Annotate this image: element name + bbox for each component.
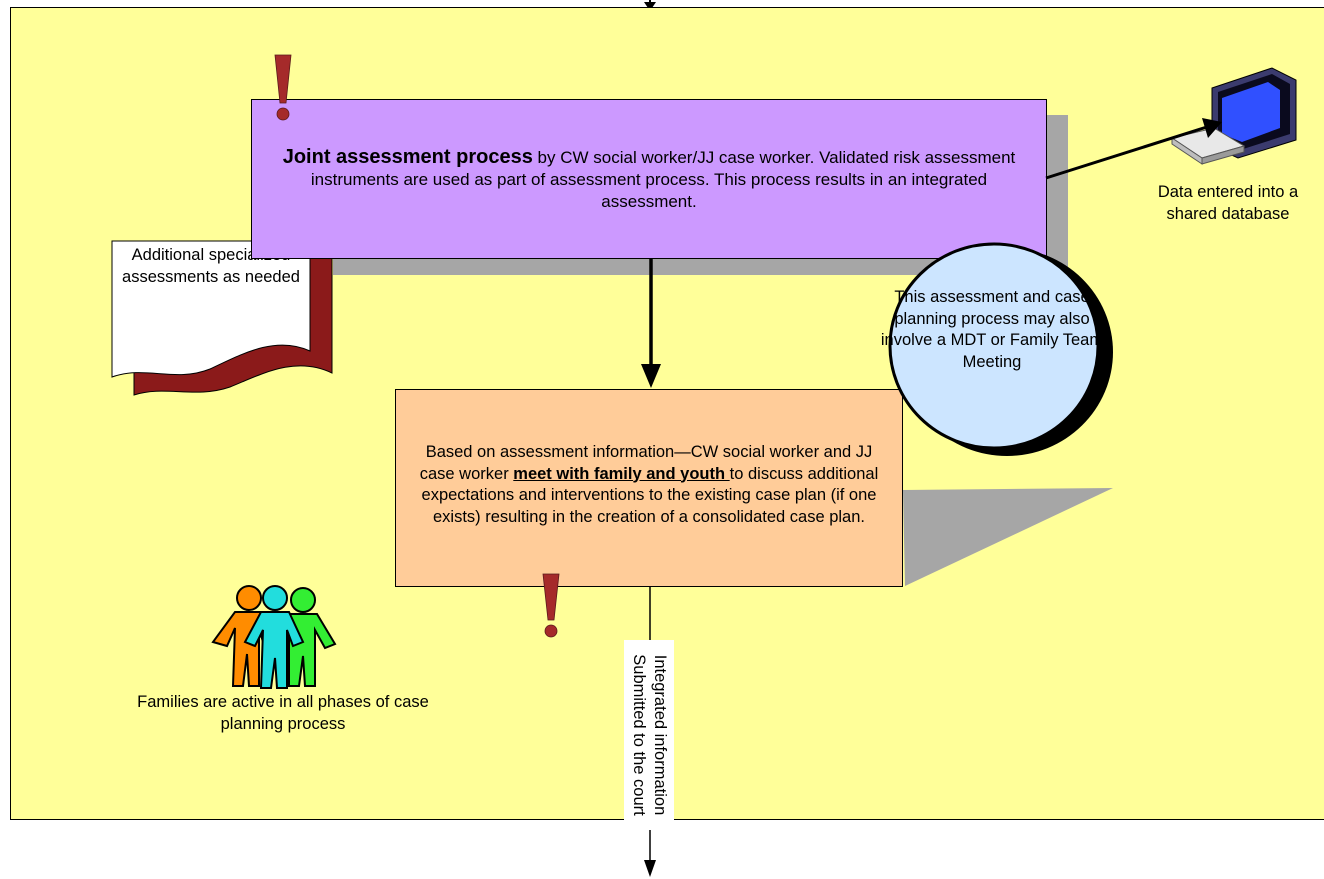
- document-shape: [111, 240, 333, 396]
- court-label-background: [624, 640, 674, 830]
- joint-assessment-description: by CW social worker/JJ case worker. Vali…: [310, 147, 1016, 211]
- database-arrow: [1045, 118, 1222, 180]
- exclamation-icon: [274, 54, 292, 121]
- joint-assessment-title: Joint assessment process: [282, 145, 533, 168]
- mdt-circle: [888, 242, 1113, 456]
- case-plan-box: Based on assessment information—CW socia…: [395, 389, 903, 587]
- computer-icon: [1170, 67, 1297, 165]
- mdt-circle-text: This assessment and case planning proces…: [880, 288, 1104, 371]
- court-label-line2: Submitted to the court: [630, 654, 648, 816]
- families-text: Families are active in all phases of cas…: [137, 693, 429, 733]
- family-icon: [211, 585, 337, 689]
- case-plan-text-end: to discuss additional expectations and i…: [421, 464, 879, 526]
- court-label: Integrated information Submitted to the …: [628, 654, 670, 815]
- joint-assessment-box: Joint assessment process by CW social wo…: [251, 99, 1047, 259]
- court-label-line1: Integrated information: [651, 654, 669, 816]
- flow-arrow-down: [641, 258, 661, 388]
- case-plan-text-start: Based on assessment information—CW socia…: [419, 443, 873, 483]
- case-plan-emphasis: meet with family and youth: [513, 464, 730, 483]
- joint-assessment-text: Joint assessment process by CW social wo…: [282, 146, 1016, 213]
- case-plan-text: Based on assessment information—CW socia…: [406, 442, 892, 528]
- database-text: Data entered into a shared database: [1157, 183, 1299, 223]
- document-text: Additional specialized assessments as ne…: [122, 246, 300, 286]
- exclamation-icon: [542, 573, 560, 638]
- plan-box-shadow: [903, 488, 1113, 586]
- entry-arrow: [644, 0, 656, 11]
